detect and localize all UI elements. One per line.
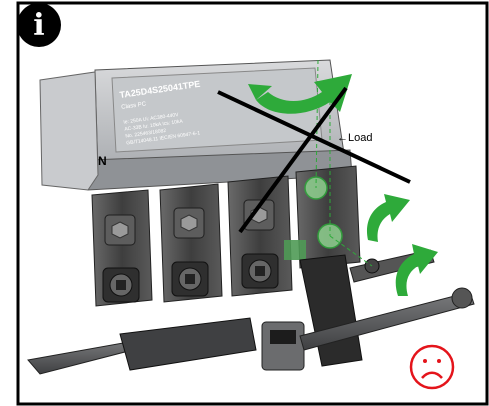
terminal-3	[228, 176, 292, 296]
terminal-1	[92, 190, 152, 306]
terminal-4	[284, 166, 360, 268]
info-badge: i	[17, 3, 61, 47]
load-arrow-icon: ←	[337, 132, 348, 144]
load-label: Load	[348, 132, 372, 144]
rotation-arrow-low-icon	[396, 244, 438, 296]
neutral-label: N	[98, 154, 107, 168]
terminal-2	[160, 184, 222, 302]
wrench-display	[262, 322, 304, 370]
info-glyph: i	[33, 8, 44, 43]
rotation-arrow-mid-icon	[367, 194, 410, 242]
sad-face-icon	[411, 346, 453, 388]
